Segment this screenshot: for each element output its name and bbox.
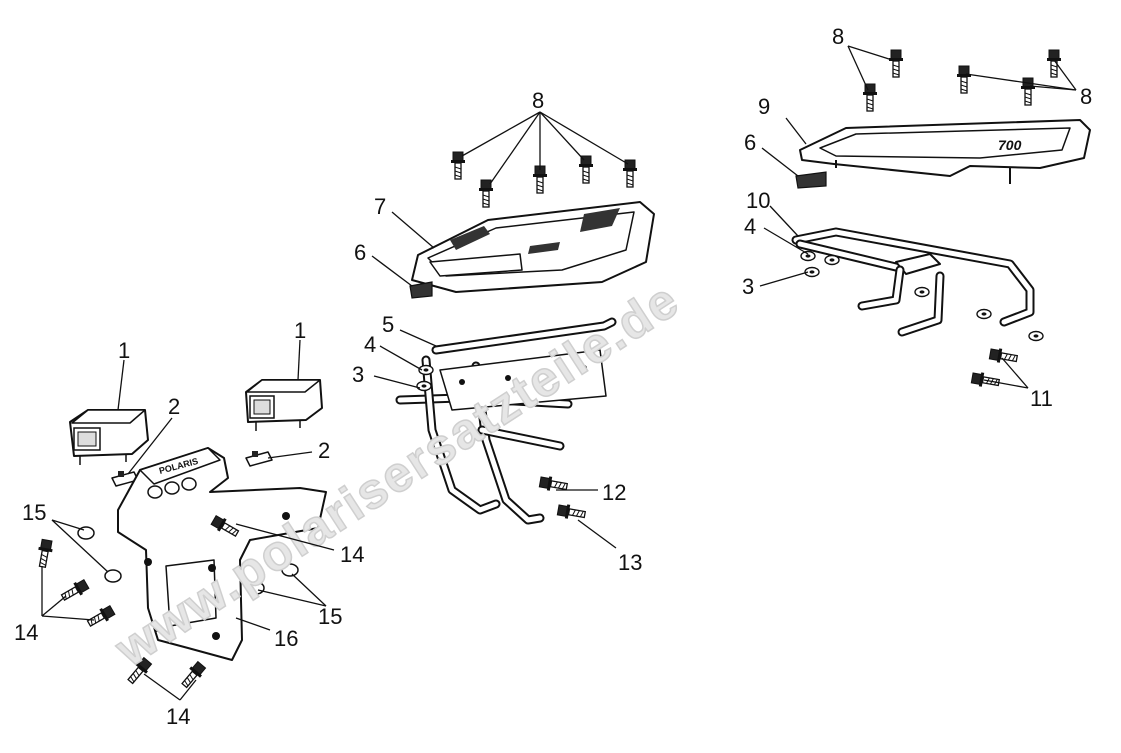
washer-icon xyxy=(416,380,432,392)
callout-8: 8 xyxy=(1080,84,1092,109)
rack-clip xyxy=(409,171,827,299)
callout-3: 3 xyxy=(742,274,754,299)
rack-frame-rear xyxy=(791,227,1035,337)
bolt-icon xyxy=(58,577,91,605)
callout-3: 3 xyxy=(352,362,364,387)
bolt-icon xyxy=(988,346,1019,367)
callout-4: 4 xyxy=(364,332,376,357)
rack-frame-front xyxy=(395,317,617,525)
callout-11: 11 xyxy=(1030,386,1053,411)
washer-icon xyxy=(914,286,930,298)
callout-15: 15 xyxy=(318,604,342,629)
callout-labels: 1 1 2 2 3 3 4 4 5 6 6 7 8 8 8 9 10 11 12… xyxy=(14,24,1092,729)
bolt-icon xyxy=(862,83,878,112)
callout-9: 9 xyxy=(758,94,770,119)
light-clip xyxy=(111,451,273,487)
callout-1: 1 xyxy=(294,318,306,343)
bolt-icon xyxy=(956,65,972,94)
bolt-icon xyxy=(888,49,904,78)
callout-5: 5 xyxy=(382,312,394,337)
bolt-icon xyxy=(578,155,594,184)
leader-lines xyxy=(41,45,1077,701)
callout-14: 14 xyxy=(14,620,38,645)
callout-10: 10 xyxy=(746,188,770,213)
washer-icon xyxy=(824,254,840,266)
callout-6: 6 xyxy=(354,240,366,265)
callout-8: 8 xyxy=(532,88,544,113)
callout-15: 15 xyxy=(22,500,46,525)
light-bracket: POLARIS xyxy=(117,447,327,661)
bolt-icon xyxy=(1046,49,1062,78)
callout-1: 1 xyxy=(118,338,130,363)
callout-14: 14 xyxy=(166,704,190,729)
bolt-icon xyxy=(532,165,548,194)
tail-light-right xyxy=(245,379,323,431)
callout-8: 8 xyxy=(832,24,844,49)
washer-icon xyxy=(976,308,992,320)
tail-light-left xyxy=(69,409,149,465)
bolt-icon xyxy=(34,538,55,569)
washer-icon xyxy=(800,250,816,262)
callout-13: 13 xyxy=(618,550,642,575)
callout-14: 14 xyxy=(340,542,364,567)
callout-6: 6 xyxy=(744,130,756,155)
callout-16: 16 xyxy=(274,626,298,651)
callout-2: 2 xyxy=(318,438,330,463)
rack-pad-front xyxy=(411,201,655,293)
bolt-icon xyxy=(556,502,587,523)
callout-7: 7 xyxy=(374,194,386,219)
bolt-icon xyxy=(538,474,569,495)
bolt-icon xyxy=(178,659,208,691)
rack-decal: 700 xyxy=(998,137,1022,153)
callout-4: 4 xyxy=(744,214,756,239)
bolt-icon xyxy=(622,159,638,188)
washer-icon xyxy=(1028,330,1044,342)
callout-12: 12 xyxy=(602,480,626,505)
callout-2: 2 xyxy=(168,394,180,419)
rack-pad-rear: 700 xyxy=(799,119,1091,184)
bolt-icon xyxy=(478,179,494,208)
